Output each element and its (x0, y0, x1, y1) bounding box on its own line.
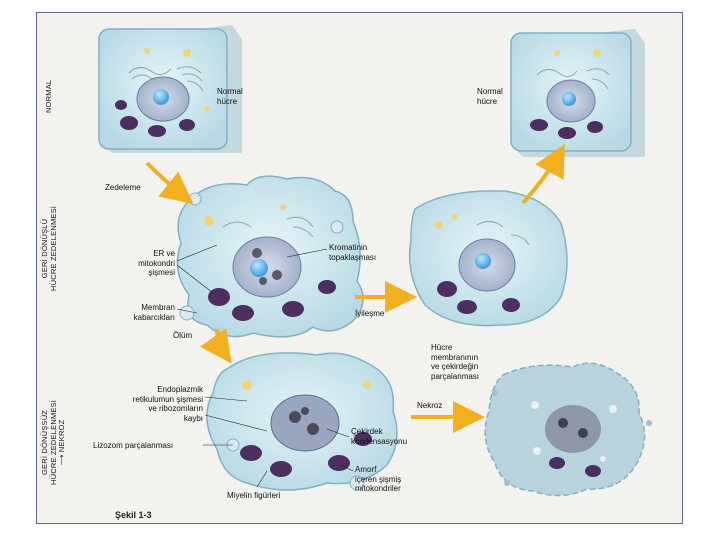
endoplasmic-reticulum (128, 66, 204, 92)
figure-frame: NORMAL GERİ DÖNÜŞLÜ HÜCRE ZEDELENMESİ GE… (36, 12, 683, 524)
label-injury: Zedeleme (105, 183, 141, 192)
arrow-death (200, 328, 232, 364)
injured-cell (176, 175, 364, 338)
figure-caption: Şekil 1-3 (115, 510, 152, 520)
side-label-normal: NORMAL (44, 79, 54, 113)
side-label-irreversible: GERİ DÖNÜŞSÜZ HÜCRE ZEDELENMESİ ⟶ NEKROZ (40, 400, 67, 485)
label-recovery: İyileşme (355, 309, 385, 318)
leader-lines (176, 244, 354, 488)
necrotic-cell (484, 362, 652, 497)
side-label-normal-text: NORMAL (44, 79, 53, 113)
arrows (145, 143, 565, 433)
normal-cell-left (98, 25, 242, 153)
arrow-to-normal (521, 143, 565, 205)
side-label-reversible: GERİ DÖNÜŞLÜ HÜCRE ZEDELENMESİ (40, 205, 58, 291)
side-label-necrosis: ⟶ NEKROZ (57, 419, 66, 466)
recovering-cell (408, 190, 568, 327)
label-death: Ölüm (173, 331, 193, 340)
mitochondria-group (115, 100, 195, 137)
label-necrosis: Nekroz (417, 401, 443, 410)
label-lysosome: Lizozom parçalanması (93, 441, 174, 450)
label-myelin: Miyelin figürleri (227, 491, 281, 500)
normal-cell-right (510, 29, 645, 157)
arrow-injury (145, 161, 194, 204)
nucleus (136, 76, 190, 122)
side-label-reversible-line2: HÜCRE ZEDELENMESİ (48, 205, 58, 291)
diagram-canvas (98, 25, 652, 497)
